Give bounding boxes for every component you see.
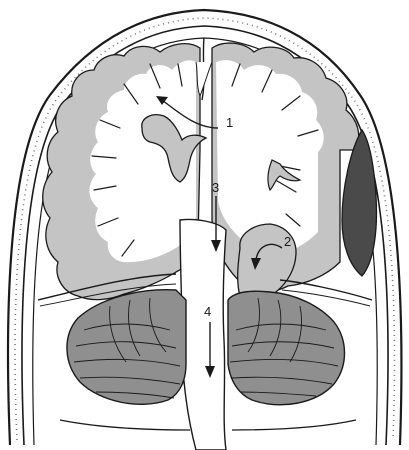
- label-1: 1: [226, 115, 233, 130]
- label-3: 3: [212, 180, 219, 195]
- left-cerebellum: [67, 290, 186, 405]
- right-cerebellum: [228, 291, 345, 404]
- epidural-hematoma: [342, 130, 376, 276]
- brainstem: [180, 219, 226, 450]
- label-4: 4: [204, 304, 211, 319]
- falx-cerebri-gap: [196, 62, 212, 96]
- label-2: 2: [284, 234, 291, 249]
- foramen-magnum-left: [60, 420, 190, 430]
- foramen-magnum-right: [232, 420, 356, 430]
